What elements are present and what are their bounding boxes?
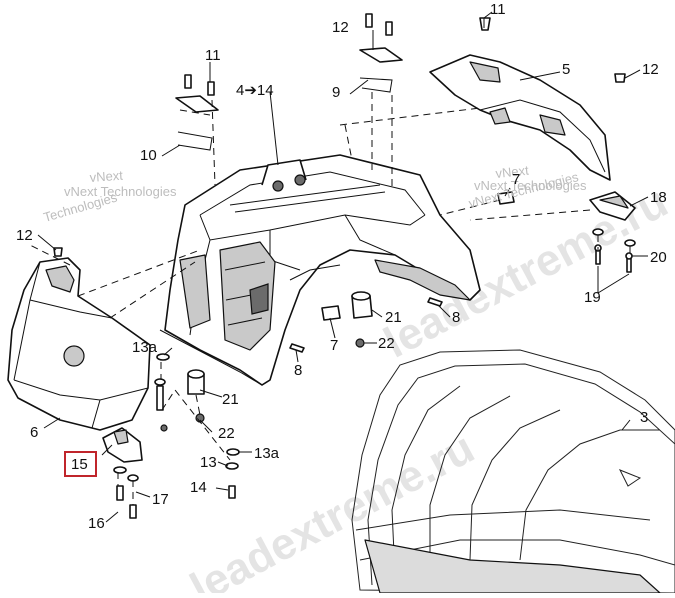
fasteners <box>53 13 626 499</box>
callout-label: 13a <box>132 339 158 356</box>
callout-label: 20 <box>650 249 667 266</box>
callout-label: 10 <box>140 147 157 164</box>
callout-label: 4➔14 <box>236 82 274 99</box>
callout-label: 16 <box>88 515 105 532</box>
callout-label: 9 <box>332 84 340 101</box>
upper-right-cover <box>429 54 611 181</box>
callout-label: 6 <box>30 424 38 441</box>
callout-label: 17 <box>152 491 169 508</box>
bottom-bracket <box>102 427 143 519</box>
callout-label: 13a <box>254 445 280 462</box>
rear-frame-part <box>159 154 481 386</box>
callout-label: 12 <box>642 61 659 78</box>
callout-label: 21 <box>385 309 402 326</box>
callout-label-highlighted: 15 <box>71 456 88 473</box>
callout-label: 11 <box>490 1 506 18</box>
callout-label: 8 <box>452 309 460 326</box>
callout-label: 19 <box>584 289 601 306</box>
callout-label: 8 <box>294 362 302 379</box>
alignment-lines <box>29 92 631 505</box>
callout-label: 7 <box>330 337 338 354</box>
callout-label: 18 <box>650 189 667 206</box>
callout-label: 12 <box>16 227 33 244</box>
callout-label: 7 <box>512 171 520 188</box>
watermark-vnext-technologies-2: vNext Technologies <box>474 178 587 193</box>
seat-part <box>351 349 675 594</box>
callout-label: 12 <box>332 19 349 36</box>
callout-label: 21 <box>222 391 239 408</box>
highlight-box <box>64 451 97 477</box>
callout-label: 14 <box>190 479 207 496</box>
left-side-panel <box>7 257 151 431</box>
callout-label: 3 <box>640 409 648 426</box>
watermark-vnext-2: vNext <box>495 163 530 181</box>
leader-lines <box>37 11 649 523</box>
highlighted-callout[interactable]: 15 <box>64 451 97 477</box>
watermark-vnext-1: vNext <box>89 168 124 185</box>
callout-label: 22 <box>218 425 235 442</box>
callout-label: 13 <box>200 454 217 471</box>
callout-label: 22 <box>378 335 395 352</box>
callout-label: 11 <box>205 47 221 64</box>
watermark-vnext-technologies-1: vNext Technologies <box>64 184 177 199</box>
callout-label: 5 <box>562 61 570 78</box>
